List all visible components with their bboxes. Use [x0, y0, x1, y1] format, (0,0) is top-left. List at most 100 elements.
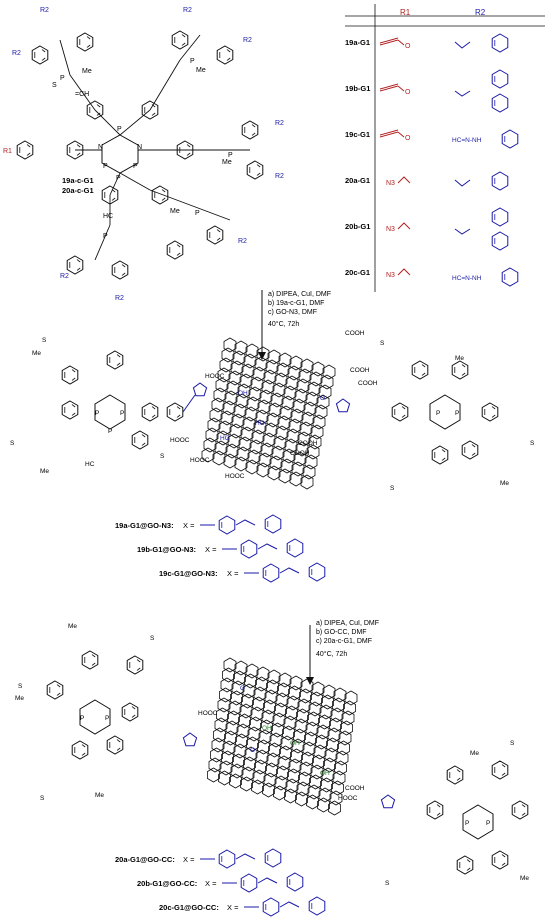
graphene-ring	[234, 340, 248, 356]
r1-alkyne	[379, 85, 399, 92]
svg-text:HOOC: HOOC	[205, 373, 225, 380]
svg-text:c) 20a-c-G1, DMF: c) 20a-c-G1, DMF	[316, 638, 372, 645]
graphene-ring	[272, 382, 286, 398]
graphene-ring	[203, 437, 217, 453]
graphene-ring	[239, 373, 253, 389]
graphene-ring	[264, 422, 278, 438]
svg-text:40°C, 72h: 40°C, 72h	[316, 650, 347, 658]
graphene-ring	[241, 363, 255, 379]
phenyl-icon	[218, 515, 236, 535]
phenyl-icon	[262, 563, 280, 583]
pyridyl-icon	[501, 129, 519, 149]
graphene-ring	[240, 776, 253, 792]
svg-text:S: S	[40, 795, 45, 802]
graphene-ring	[221, 347, 235, 363]
svg-text:19a-G1@GO-N3:: 19a-G1@GO-N3:	[115, 521, 174, 530]
graphene-ring	[288, 418, 302, 434]
graphene-ring	[223, 453, 237, 469]
svg-text:Me: Me	[470, 750, 479, 757]
svg-text:S: S	[10, 440, 15, 447]
graphene-ring	[234, 456, 248, 472]
table-row-id: 20a-G1	[345, 176, 370, 185]
graphene-ring	[317, 797, 330, 813]
graphene-ring	[267, 465, 281, 481]
svg-text:S: S	[530, 440, 535, 447]
graphene-ring	[275, 425, 289, 441]
graphene-ring	[276, 362, 290, 378]
table-row-id: 20b-G1	[345, 222, 370, 231]
svg-text:S: S	[160, 453, 165, 460]
graphene-ring	[251, 429, 265, 445]
r1-azide: N3	[386, 180, 395, 187]
r2-group	[454, 69, 509, 113]
graphene-ring	[309, 371, 323, 387]
table-row-id: 19c-G1	[345, 130, 370, 139]
graphene-ring	[218, 770, 231, 786]
graphene-ring	[212, 450, 226, 466]
svg-text:N: N	[137, 144, 142, 151]
r2-group	[454, 207, 509, 251]
svg-text:19b-G1@GO-N3:: 19b-G1@GO-N3:	[137, 545, 196, 554]
table-row-id: 19a-G1	[345, 38, 370, 47]
graphene-ring	[222, 400, 236, 416]
graphene-ring	[278, 352, 292, 368]
graphene-ring	[312, 414, 326, 430]
svg-text:R2: R2	[60, 273, 69, 280]
svg-text:HC=N-NH: HC=N-NH	[452, 275, 482, 282]
graphene-ring	[218, 420, 232, 436]
graphene-ring	[246, 396, 260, 412]
graphene-ring	[247, 449, 261, 465]
graphene-ring	[305, 391, 319, 407]
svg-text:R2: R2	[275, 120, 284, 127]
svg-text:Me: Me	[520, 875, 529, 882]
graphene-ring	[294, 388, 308, 404]
svg-text:Me: Me	[68, 623, 77, 630]
svg-text:P: P	[228, 152, 233, 159]
svg-text:P: P	[103, 233, 108, 240]
graphene-ring	[270, 392, 284, 408]
svg-text:b) GO-CC, DMF: b) GO-CC, DMF	[316, 629, 367, 636]
svg-text:P: P	[105, 715, 109, 722]
pyridyl-icon	[501, 267, 519, 287]
product-label: 20b-G1@GO-CC:X =	[137, 872, 304, 893]
pyridyl-icon	[286, 538, 304, 558]
pyridyl-icon	[308, 896, 326, 916]
graphene-ring	[262, 782, 275, 798]
svg-text:R2: R2	[275, 173, 284, 180]
top-dendrimer-structure: P N N P P P P S Me =CH P Me P Me HC P Me…	[3, 7, 284, 302]
graphene-ring	[213, 387, 227, 403]
product-label: 20a-G1@GO-CC:X =	[115, 848, 282, 869]
graphene-ring	[224, 390, 238, 406]
svg-text:O: O	[320, 395, 325, 402]
graphene-ring	[328, 800, 341, 816]
r1-chain	[397, 222, 411, 230]
graphene-ring	[283, 385, 297, 401]
graphene-ring	[322, 364, 336, 380]
graphene-ring	[211, 397, 225, 413]
graphene-ring	[300, 358, 314, 374]
graphene-ring	[287, 365, 301, 381]
svg-text:HOOC: HOOC	[190, 457, 210, 464]
r2-group	[454, 171, 509, 191]
graphene-ring	[301, 411, 315, 427]
graphene-ring	[269, 455, 283, 471]
graphene-ring	[258, 452, 272, 468]
graphene1-groups: COOH COOH COOH HOOC HOOC HOOC HOOC COOH …	[170, 330, 378, 480]
graphene-ring	[260, 442, 274, 458]
graphene-ring	[289, 355, 303, 371]
graphene-ring	[277, 415, 291, 431]
svg-text:P: P	[108, 428, 112, 435]
graphene-ring	[298, 368, 312, 384]
svg-text:P: P	[436, 410, 440, 417]
phenyl-icon	[218, 849, 236, 869]
graphene-ring	[284, 788, 297, 804]
r2-group: HC=N-NH	[452, 129, 519, 149]
svg-text:P: P	[80, 715, 84, 722]
svg-text:P: P	[190, 58, 195, 65]
svg-text:OH: OH	[320, 770, 330, 777]
graphene-ring	[243, 353, 257, 369]
graphene-ring	[252, 366, 266, 382]
